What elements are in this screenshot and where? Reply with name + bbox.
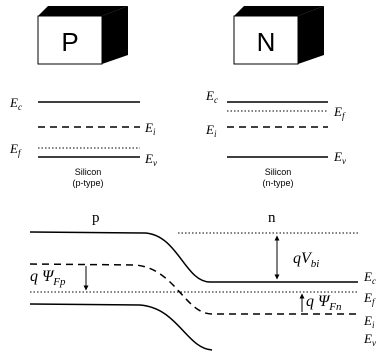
- junction-ev-label: Ev: [363, 331, 376, 348]
- junction-ei-label: Ei: [363, 313, 375, 330]
- n-type-block: N: [233, 6, 324, 65]
- p-type-block: P: [37, 6, 128, 65]
- n-caption-material: Silicon: [265, 167, 292, 177]
- n-block-shadow: [298, 6, 324, 64]
- junction-n-label: n: [268, 210, 276, 226]
- p-caption-type: (p-type): [72, 178, 103, 188]
- n-type-band-diagram: Ec Ef Ei Ev Silicon (n-type): [205, 88, 346, 188]
- p-ei-label: Ei: [144, 120, 156, 137]
- p-ev-label: Ev: [144, 151, 157, 168]
- n-caption-type: (n-type): [262, 178, 293, 188]
- qvbi-label: qVbi: [293, 250, 319, 270]
- n-block-top: [234, 6, 324, 16]
- p-block-top: [38, 6, 128, 16]
- p-type-band-diagram: Ec Ei Ef Ev Silicon (p-type): [9, 95, 157, 188]
- n-ei-label: Ei: [205, 122, 217, 139]
- p-block-shadow: [102, 6, 128, 64]
- junction-valence-band: [29, 303, 213, 351]
- junction-conduction-band: [29, 231, 358, 283]
- junction-ef-label: Ef: [363, 290, 376, 307]
- p-block-face: [37, 15, 103, 65]
- p-ef-label: Ef: [9, 141, 22, 158]
- junction-intrinsic-level: [29, 263, 358, 315]
- junction-ec-label: Ec: [363, 269, 376, 286]
- p-block-label: P: [61, 27, 78, 57]
- n-block-label: N: [257, 27, 276, 57]
- p-ec-label: Ec: [9, 95, 22, 112]
- n-ef-label: Ef: [333, 104, 346, 121]
- n-block-face: [233, 15, 299, 65]
- junction-p-label: p: [92, 210, 100, 226]
- n-ec-label: Ec: [205, 88, 218, 105]
- n-ev-label: Ev: [333, 149, 346, 166]
- p-caption-material: Silicon: [75, 167, 102, 177]
